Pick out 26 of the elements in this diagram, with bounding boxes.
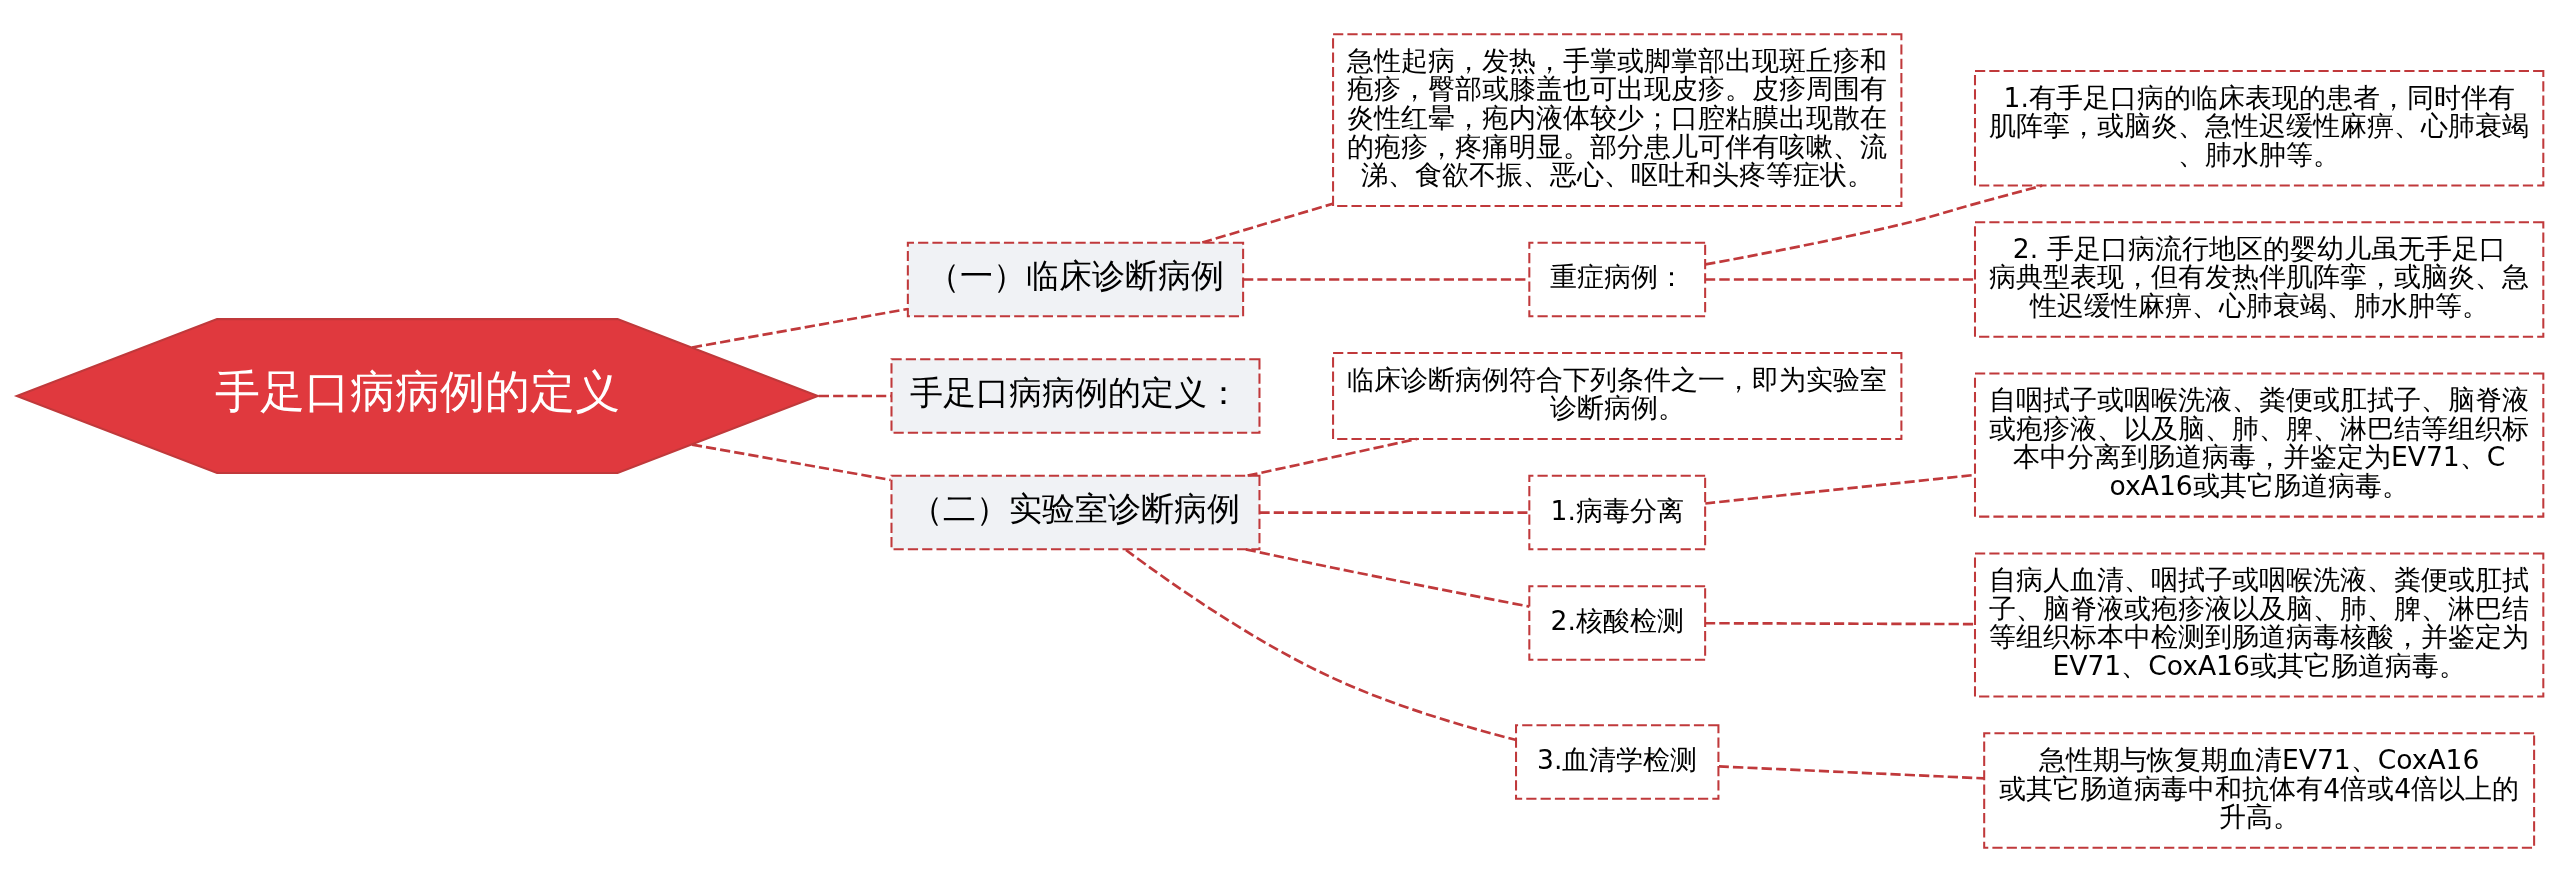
node-box: 临床诊断病例符合下列条件之一，即为实验室诊断病例。 [1332,351,1903,440]
connector [1705,473,1975,505]
node-box: 1.病毒分离 [1528,474,1707,550]
connector [1705,621,1975,625]
node-box: 3.血清学检测 [1515,723,1720,800]
node-box: 1.有手足口病的临床表现的患者，同时伴有肌阵挛，或脑炎、急性迟缓性麻痹、心肺衰竭、肺水肿等。 [1973,69,2545,186]
node-box: 急性起病，发热，手掌或脚掌部出现斑丘疹和疱疹，臀部或膝盖也可出现皮疹。皮疹周围有炎性红晕，疱内液体较少；口腔粘膜出现散在的疱疹，疼痛明显。部分患儿可伴有咳嗽、流涕、食欲不振、恶心、呕吐和头疼等症状。 [1332,32,1903,207]
connector [1125,548,1516,741]
connector [691,307,908,349]
node-box: 重症病例： [1528,241,1707,317]
node-box: 手足口病病例的定义： [890,357,1261,434]
node-box: 急性期与恢复期血清EV71、CoxA16或其它肠道病毒中和抗体有4倍或4倍以上的升高。 [1983,731,2536,849]
node-box: 自咽拭子或咽喉洗液、粪便或肛拭子、脑脊液或疱疹液、以及脑、肺、脾、淋巴结等组织标本中分离到肠道病毒，并鉴定为EV71、CoxA16或其它肠道病毒。 [1973,372,2545,518]
connector [1201,202,1334,244]
node-box: 2. 手足口病流行地区的婴幼儿虽无手足口病典型表现，但有发热伴肌阵挛，或脑炎、急性迟缓性麻痹、心肺衰竭、肺水肿等。 [1973,220,2545,338]
connector [1718,764,1985,780]
node-box: （一）临床诊断病例 [906,241,1245,317]
connector [1705,277,1975,281]
connector [1259,510,1530,514]
connector [818,394,892,397]
node-box: 2.核酸检测 [1528,584,1707,661]
connector [691,442,891,481]
node-box: （二）实验室诊断病例 [890,474,1261,550]
connector [1245,547,1530,608]
connector [1247,437,1418,477]
node-box: 自病人血清、咽拭子或咽喉洗液、粪便或肛拭子、脑脊液或疱疹液以及脑、肺、脾、淋巴结等组织标本中检测到肠道病毒核酸，并鉴定为EV71、CoxA16或其它肠道病毒。 [1973,551,2545,698]
